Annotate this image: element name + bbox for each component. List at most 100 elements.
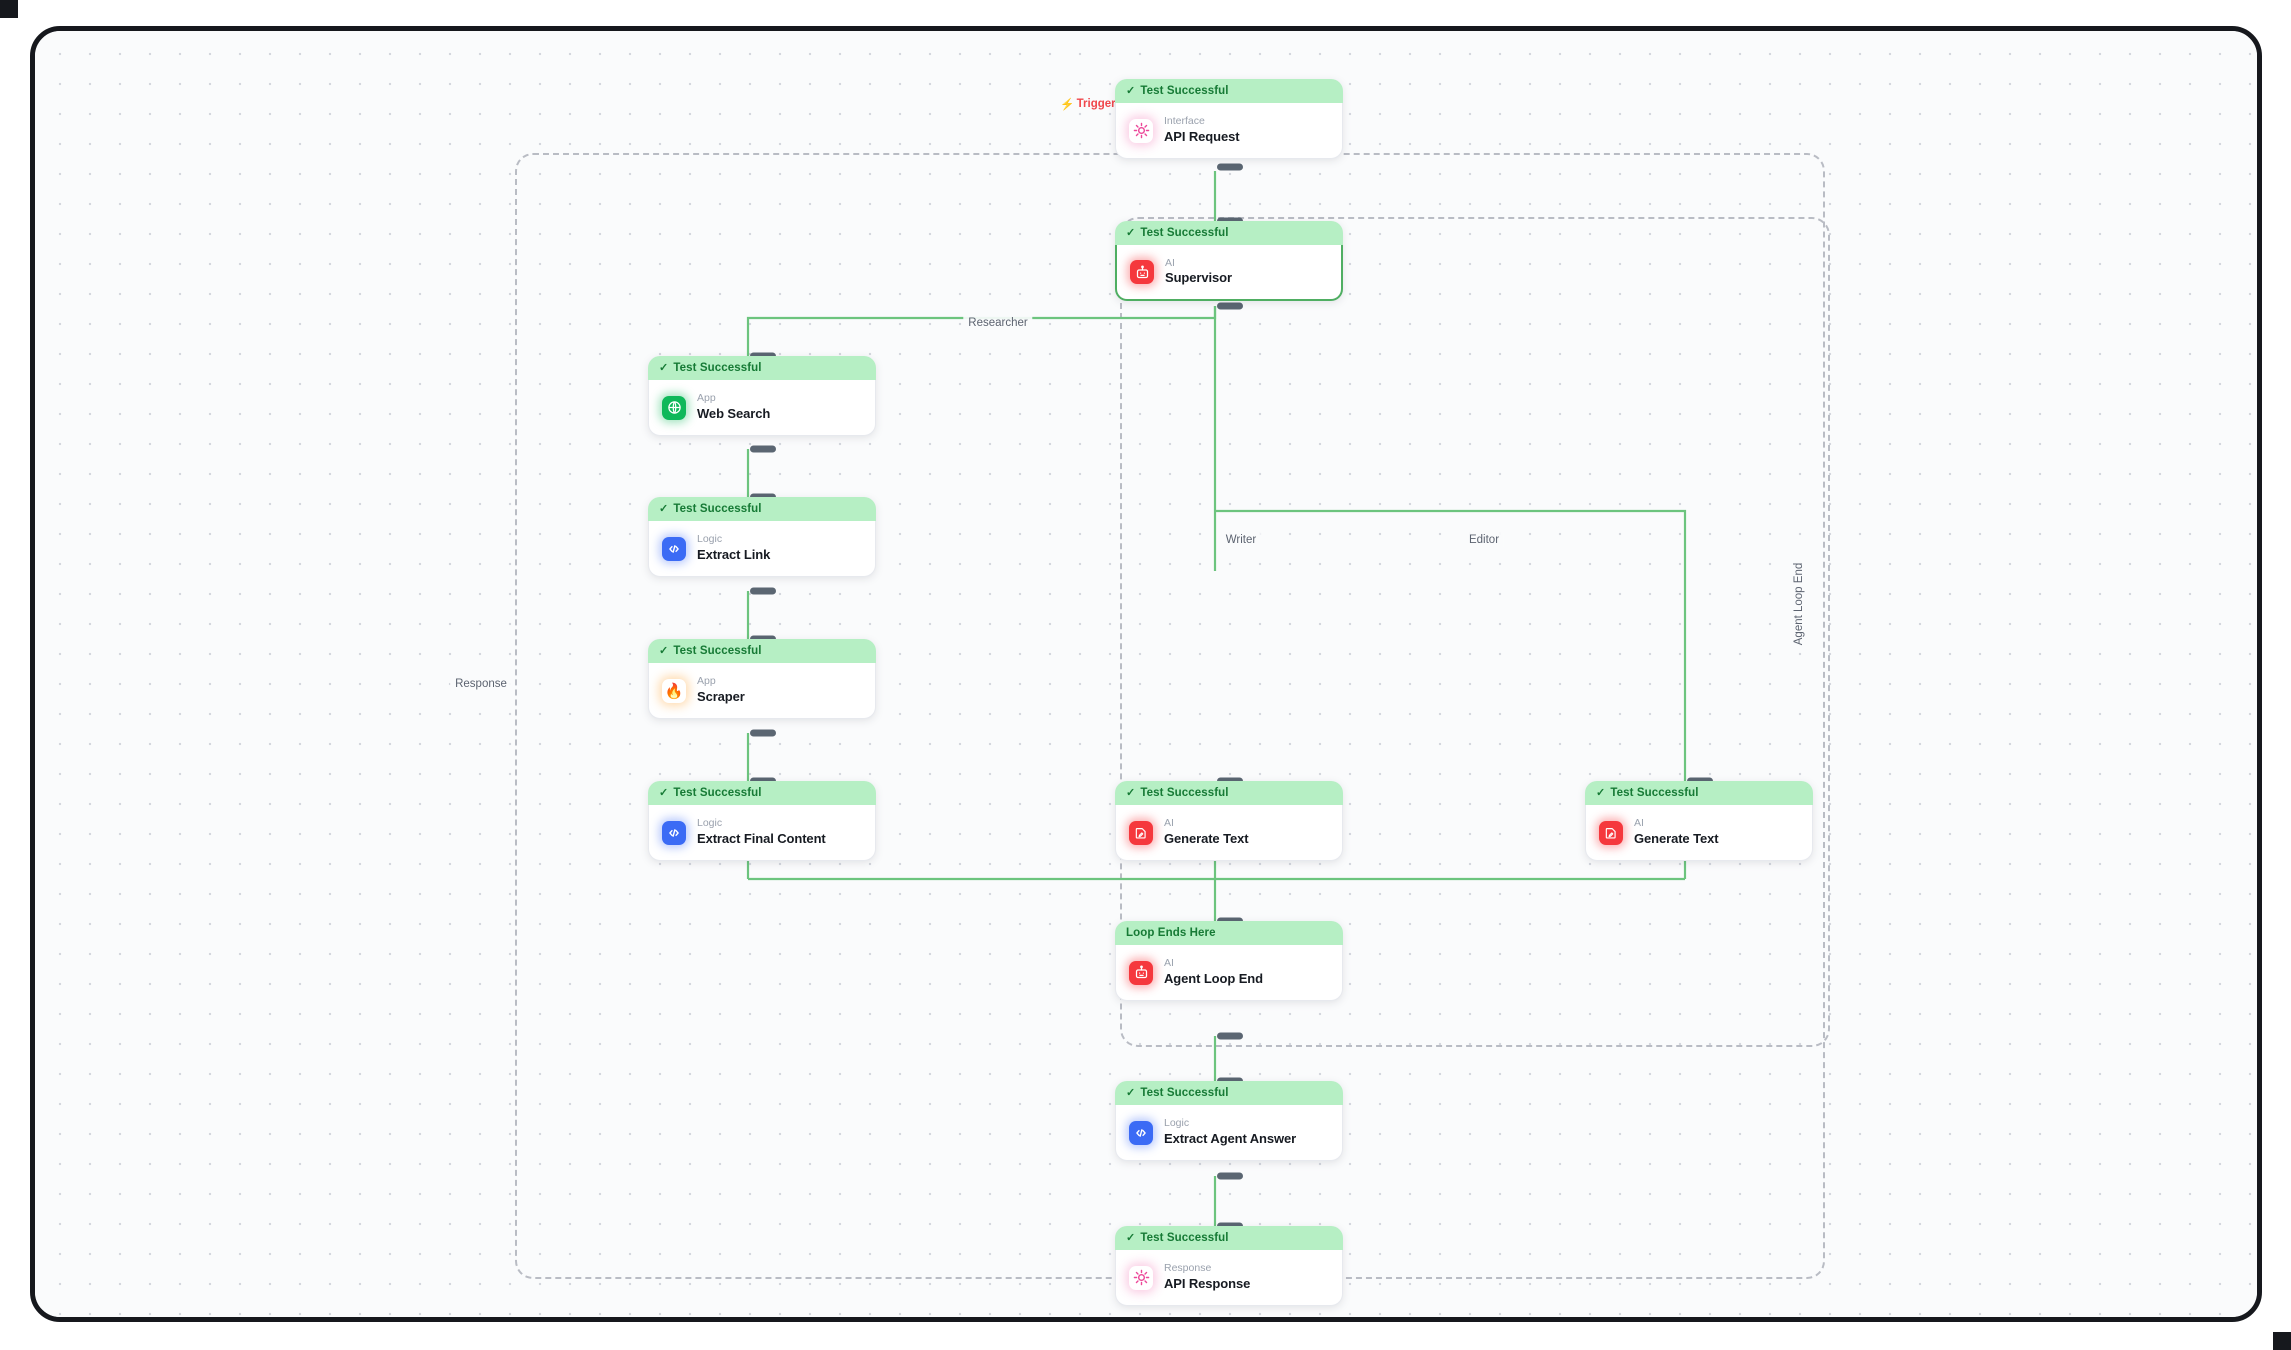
node-status-badge: ✓ Test Successful — [1115, 79, 1343, 103]
ai-robot-icon — [1129, 960, 1153, 985]
ai-robot-icon — [1130, 260, 1154, 284]
node-body[interactable]: AI Supervisor — [1115, 245, 1343, 301]
node-kind-label: App — [697, 392, 716, 405]
node-kind-label: Logic — [1164, 1117, 1190, 1130]
code-brackets-icon — [1129, 1120, 1153, 1145]
node-web-search[interactable]: ✓ Test Successful App Web Search — [648, 356, 876, 436]
node-text-group: AI Generate Text — [1634, 818, 1719, 846]
ai-document-icon — [1599, 820, 1623, 845]
node-status-label: Test Successful — [1140, 1087, 1229, 1099]
globe-icon — [662, 395, 686, 420]
check-icon: ✓ — [1126, 1086, 1136, 1099]
node-status-label: Test Successful — [1140, 85, 1229, 97]
node-text-group: AI Supervisor — [1165, 257, 1232, 286]
node-supervisor[interactable]: ✓ Test Successful AI Supervisor — [1115, 221, 1343, 301]
node-kind-label: AI — [1164, 957, 1174, 970]
connector-handle[interactable] — [1217, 1172, 1243, 1180]
node-kind-label: App — [697, 675, 716, 688]
connector-handle[interactable] — [1217, 302, 1243, 310]
connector-handle[interactable] — [1217, 1032, 1243, 1040]
node-text-group: AI Agent Loop End — [1164, 958, 1263, 986]
node-body[interactable]: AI Generate Text — [1115, 805, 1343, 861]
node-extract-link[interactable]: ✓ Test Successful Logic Extract Link — [648, 497, 876, 577]
node-body[interactable]: Logic Extract Agent Answer — [1115, 1105, 1343, 1161]
node-generate-text-writer[interactable]: ✓ Test Successful AI Generate Text — [1115, 781, 1343, 861]
node-scraper[interactable]: ✓ Test Successful 🔥 App Scraper — [648, 639, 876, 719]
node-status-label: Test Successful — [673, 645, 762, 657]
check-icon: ✓ — [1126, 226, 1136, 239]
node-status-label: Test Successful — [1140, 1232, 1229, 1244]
node-title-label: Extract Agent Answer — [1164, 1130, 1297, 1146]
connector-handle[interactable] — [750, 729, 776, 737]
canvas-frame: ⚡ Trigger Researcher Writer Editor Respo… — [30, 26, 2262, 1322]
code-brackets-icon — [662, 536, 686, 561]
node-status-label: Test Successful — [673, 362, 762, 374]
node-text-group: Logic Extract Agent Answer — [1164, 1118, 1296, 1146]
node-text-group: Logic Extract Link — [697, 534, 770, 562]
node-kind-label: Interface — [1164, 115, 1205, 128]
edge-supervisor-to-editor — [1215, 509, 1687, 781]
check-icon: ✓ — [659, 644, 669, 657]
node-body[interactable]: Response API Response — [1115, 1250, 1343, 1306]
check-icon: ✓ — [1596, 786, 1606, 799]
check-icon: ✓ — [1126, 1231, 1136, 1244]
node-body[interactable]: AI Generate Text — [1585, 805, 1813, 861]
corner-marker-bottom-right — [2273, 1332, 2291, 1350]
node-title-label: Generate Text — [1164, 830, 1249, 846]
node-status-badge: ✓ Test Successful — [648, 356, 876, 380]
node-status-label: Test Successful — [673, 503, 762, 515]
node-generate-text-editor[interactable]: ✓ Test Successful AI Generate Text — [1585, 781, 1813, 861]
check-icon: ✓ — [659, 502, 669, 515]
node-agent-loop-end[interactable]: Loop Ends Here AI Agent Loop End — [1115, 921, 1343, 1001]
node-status-label: Loop Ends Here — [1126, 927, 1216, 939]
node-extract-final-content[interactable]: ✓ Test Successful Logic Extract Final Co… — [648, 781, 876, 861]
code-brackets-icon — [662, 820, 686, 845]
node-title-label: API Response — [1164, 1275, 1251, 1291]
node-api-response[interactable]: ✓ Test Successful Response API Response — [1115, 1226, 1343, 1306]
connector-handle[interactable] — [1217, 163, 1243, 171]
node-title-label: API Request — [1164, 128, 1240, 144]
node-text-group: App Web Search — [697, 393, 770, 421]
node-status-badge: ✓ Test Successful — [648, 497, 876, 521]
node-title-label: Extract Link — [697, 546, 771, 562]
node-title-label: Scraper — [697, 688, 745, 704]
connector-handle[interactable] — [750, 587, 776, 595]
node-status-label: Test Successful — [1140, 227, 1229, 239]
flame-icon: 🔥 — [662, 679, 686, 703]
node-status-label: Test Successful — [673, 787, 762, 799]
node-body[interactable]: AI Agent Loop End — [1115, 945, 1343, 1001]
node-body[interactable]: Logic Extract Link — [648, 521, 876, 577]
node-body[interactable]: Logic Extract Final Content — [648, 805, 876, 861]
node-body[interactable]: App Web Search — [648, 380, 876, 436]
node-body[interactable]: Interface API Request — [1115, 103, 1343, 159]
check-icon: ✓ — [1126, 84, 1136, 97]
node-title-label: Agent Loop End — [1164, 970, 1263, 986]
corner-marker-top-left — [0, 0, 18, 18]
node-kind-label: Logic — [697, 533, 723, 546]
node-kind-label: Response — [1164, 1262, 1212, 1275]
node-status-badge: ✓ Test Successful — [648, 639, 876, 663]
lightning-bolt-icon: ⚡ — [1060, 99, 1075, 111]
edge-label-response: Response — [450, 677, 512, 691]
node-text-group: App Scraper — [697, 676, 745, 704]
node-status-label: Test Successful — [1610, 787, 1699, 799]
edge-label-writer: Writer — [1220, 533, 1262, 547]
check-icon: ✓ — [659, 786, 669, 799]
check-icon: ✓ — [659, 361, 669, 374]
node-status-badge: ✓ Test Successful — [648, 781, 876, 805]
node-extract-agent-answer[interactable]: ✓ Test Successful Logic Extract Agent An… — [1115, 1081, 1343, 1161]
connector-handle[interactable] — [750, 445, 776, 453]
node-text-group: AI Generate Text — [1164, 817, 1249, 846]
interface-sun-icon — [1129, 119, 1153, 143]
node-api-request[interactable]: ✓ Test Successful Interface API Request — [1115, 79, 1343, 159]
node-status-badge: ✓ Test Successful — [1115, 221, 1343, 245]
node-status-badge: ✓ Test Successful — [1115, 781, 1343, 805]
workflow-canvas[interactable]: ⚡ Trigger Researcher Writer Editor Respo… — [35, 31, 2257, 1317]
node-text-group: Logic Extract Final Content — [697, 818, 826, 846]
node-body[interactable]: 🔥 App Scraper — [648, 663, 876, 719]
node-kind-label: AI — [1164, 817, 1174, 830]
edge-supervisor-to-researcher — [746, 306, 1217, 356]
edge-label-trigger: ⚡ Trigger — [1055, 96, 1121, 112]
edge-label-researcher: Researcher — [963, 316, 1033, 330]
